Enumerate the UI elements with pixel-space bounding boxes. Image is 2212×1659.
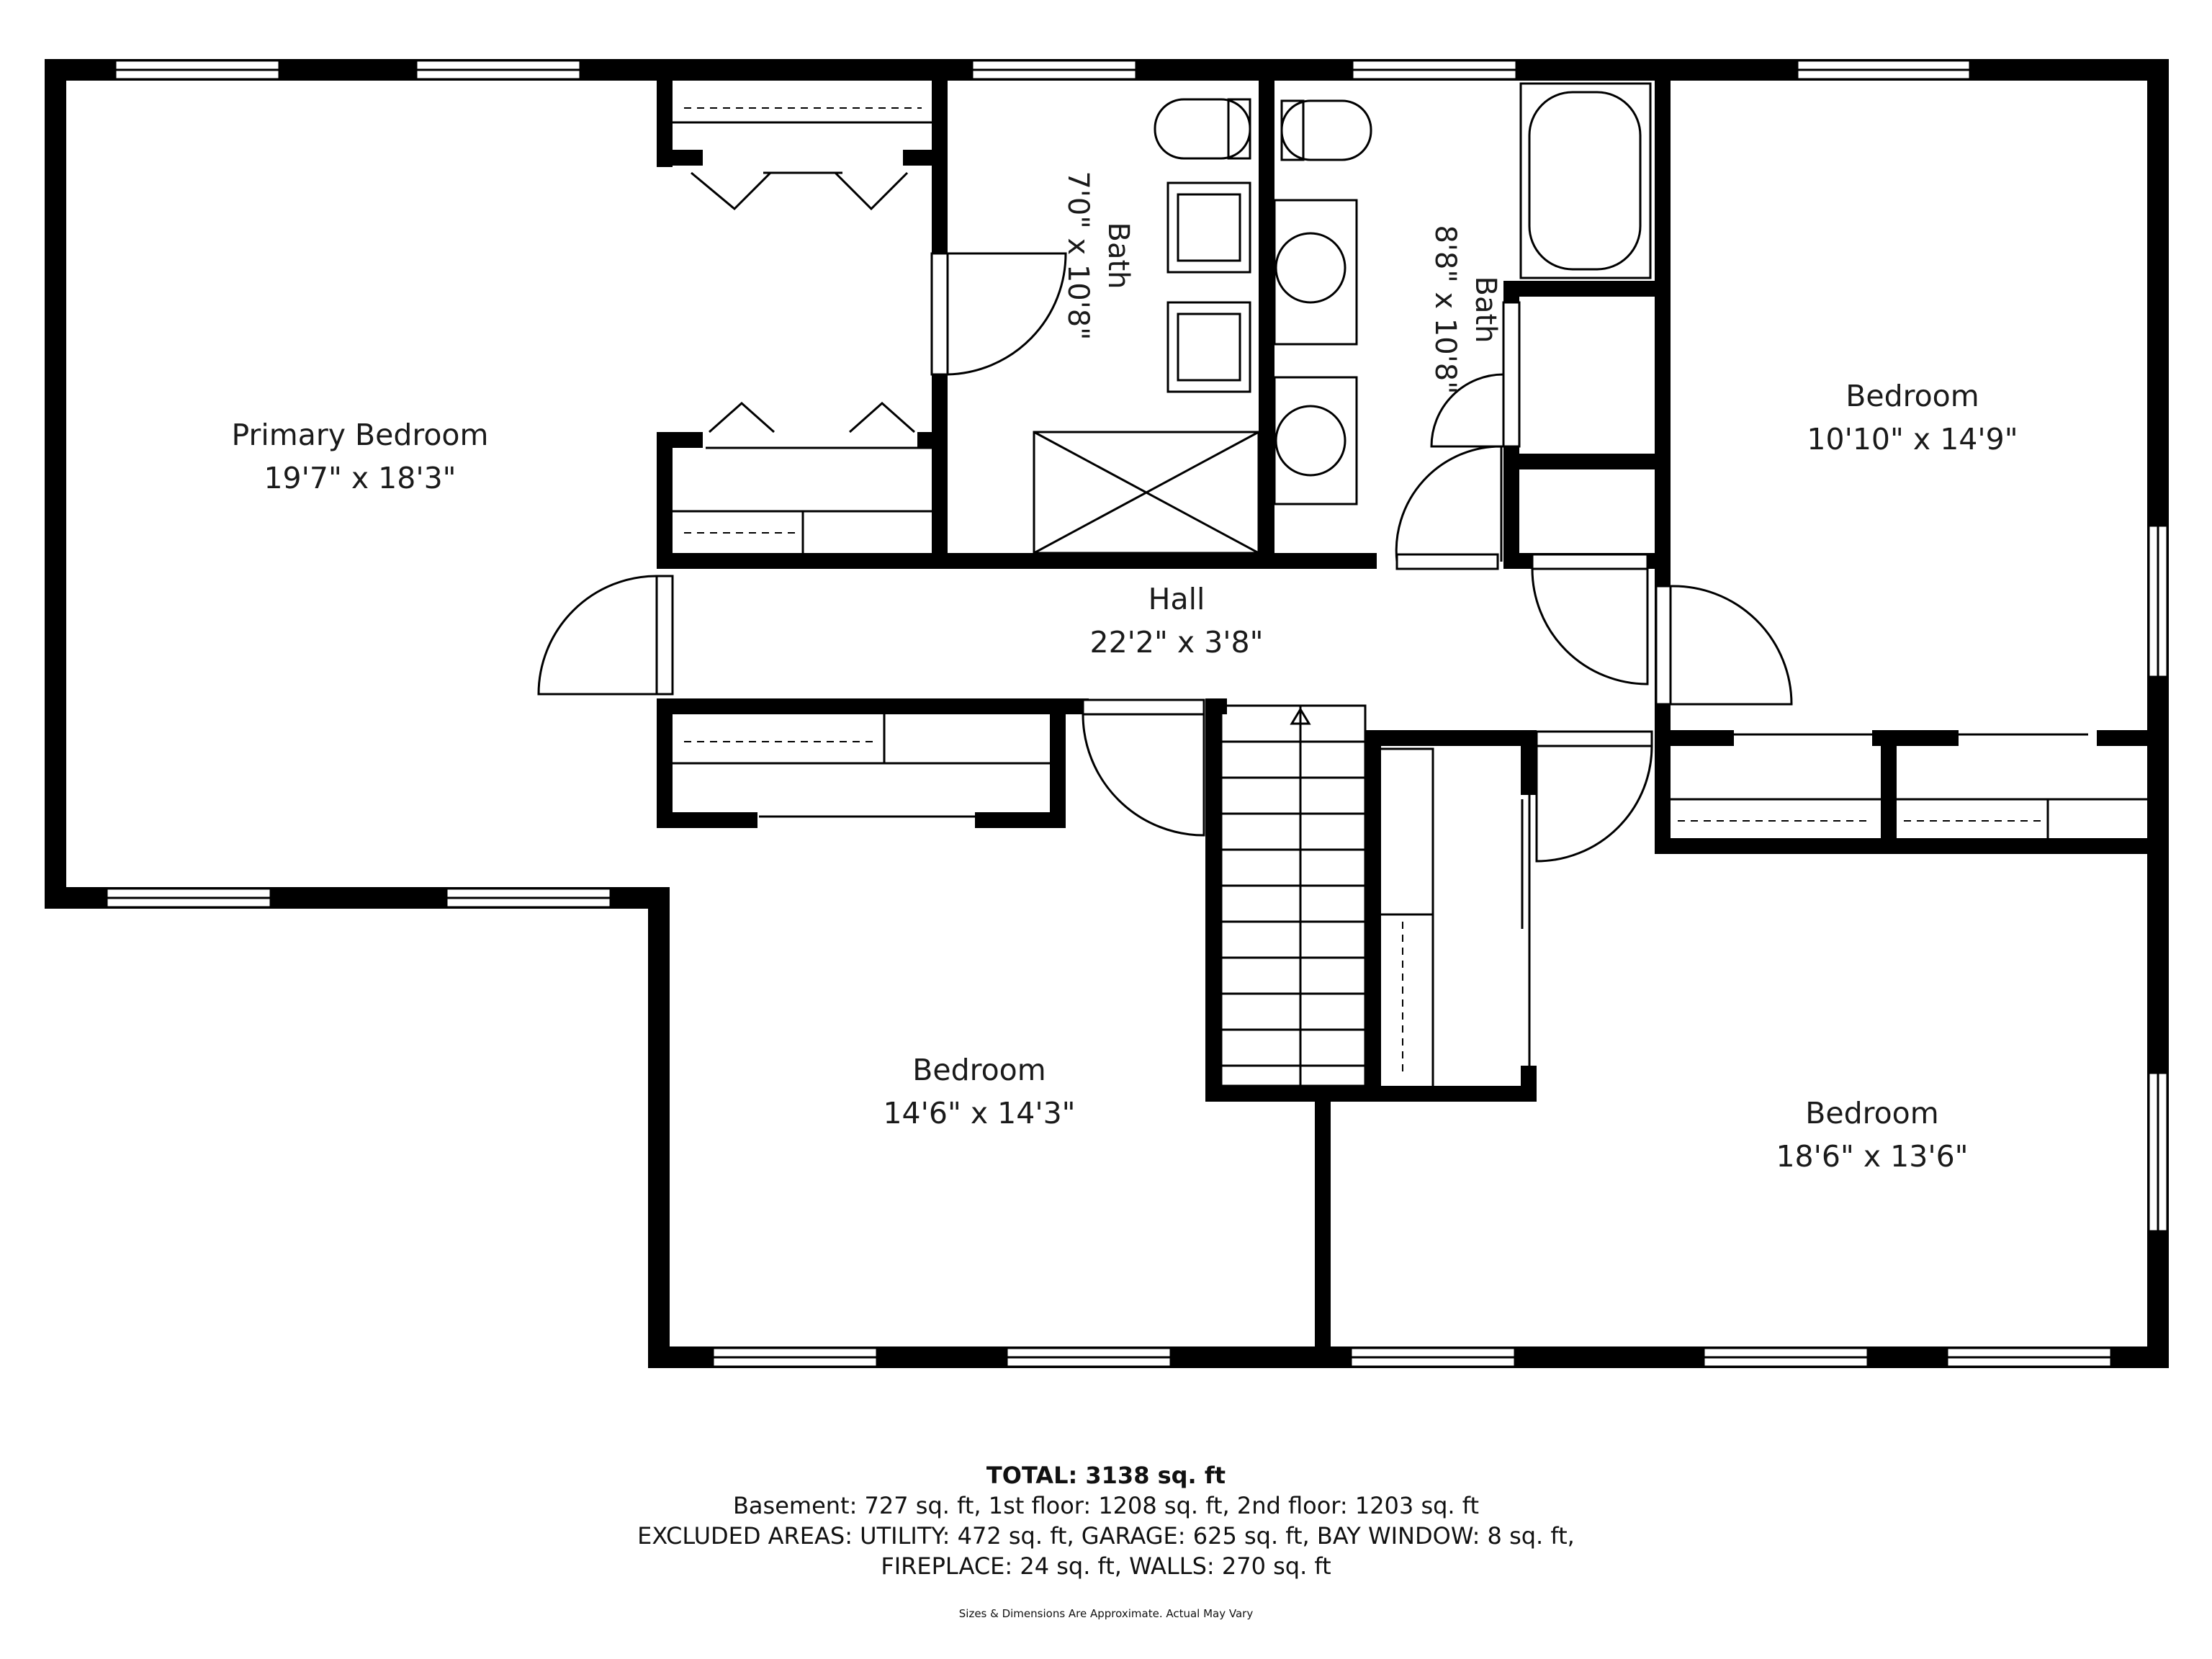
doors	[537, 252, 2088, 1066]
room-label-bedroom-se: Bedroom 18'6" x 13'6"	[1776, 1096, 1968, 1174]
disclaimer: Sizes & Dimensions Are Approximate. Actu…	[959, 1607, 1254, 1620]
room-label-bath-1: Bath 7'0" x 10'8"	[1061, 171, 1135, 340]
room-dimensions: 22'2" x 3'8"	[1089, 625, 1263, 660]
windows	[105, 59, 2169, 1368]
stair-treads	[1221, 740, 1365, 1067]
room-label-hall: Hall 22'2" x 3'8"	[1089, 582, 1263, 660]
room-label-bath-2: Bath 8'8" x 10'8"	[1429, 225, 1502, 394]
room-dimensions: 10'10" x 14'9"	[1807, 422, 2018, 457]
room-label-primary-bedroom: Primary Bedroom 19'7" x 18'3"	[232, 418, 489, 495]
area-summary: TOTAL: 3138 sq. ft Basement: 727 sq. ft,…	[637, 1462, 1575, 1620]
fixtures	[673, 82, 2147, 1087]
interior-walls	[657, 59, 2167, 1368]
excluded-areas-line-2: FIREPLACE: 24 sq. ft, WALLS: 270 sq. ft	[881, 1552, 1331, 1580]
room-name: Hall	[1148, 582, 1205, 616]
room-label-bedroom-s: Bedroom 14'6" x 14'3"	[883, 1053, 1075, 1130]
room-dimensions: 8'8" x 10'8"	[1429, 225, 1462, 394]
excluded-areas-line-1: EXCLUDED AREAS: UTILITY: 472 sq. ft, GAR…	[637, 1522, 1575, 1550]
total-area: TOTAL: 3138 sq. ft	[986, 1462, 1226, 1489]
room-name: Bedroom	[1845, 379, 1979, 413]
room-name: Bedroom	[912, 1053, 1046, 1087]
floor-areas: Basement: 727 sq. ft, 1st floor: 1208 sq…	[733, 1492, 1479, 1519]
room-label-bedroom-ne: Bedroom 10'10" x 14'9"	[1807, 379, 2018, 457]
room-dimensions: 14'6" x 14'3"	[883, 1096, 1075, 1130]
room-dimensions: 18'6" x 13'6"	[1776, 1139, 1968, 1174]
room-name: Bath	[1102, 222, 1135, 289]
room-name: Primary Bedroom	[232, 418, 489, 452]
room-name: Bath	[1469, 276, 1502, 343]
room-dimensions: 7'0" x 10'8"	[1061, 171, 1094, 340]
room-name: Bedroom	[1805, 1096, 1938, 1130]
room-dimensions: 19'7" x 18'3"	[264, 461, 456, 495]
